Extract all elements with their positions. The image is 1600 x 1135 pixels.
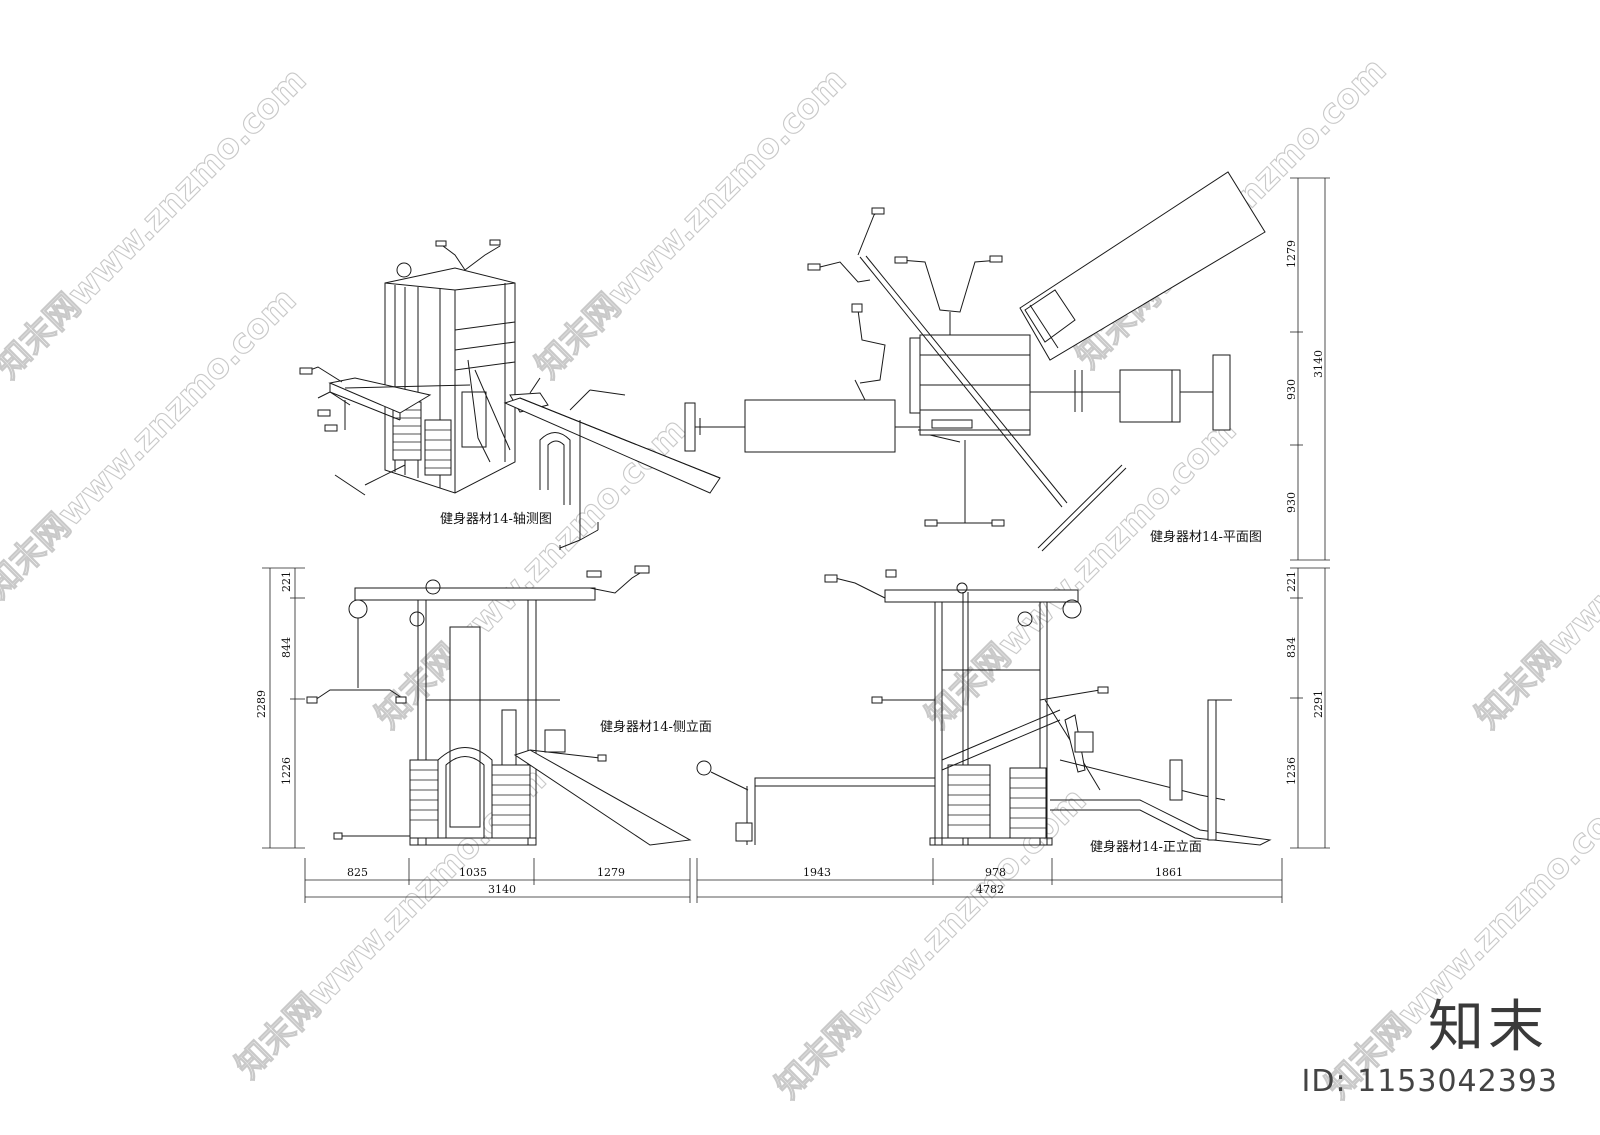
weight-plates-front-2	[1010, 777, 1046, 829]
dim-side-3: 1226	[280, 757, 293, 785]
dim-front-2: 834	[1285, 637, 1298, 658]
dim-plan-2: 930	[1285, 379, 1298, 400]
watermark-6: 知末网www.znzmo.com	[918, 410, 1244, 736]
dim-front-bottom-3: 1861	[1155, 866, 1183, 879]
dim-side-bottom-1: 825	[347, 866, 368, 879]
dim-front-1: 221	[1285, 571, 1298, 592]
dim-front-bottom-total: 4782	[976, 883, 1004, 896]
dim-side-bottom-total: 3140	[488, 883, 516, 896]
axonometric-title: 健身器材14-轴测图	[440, 511, 552, 527]
weight-plates-axo	[393, 409, 451, 469]
side-title: 健身器材14-侧立面	[600, 719, 712, 735]
dim-side-bottom-2: 1035	[459, 866, 487, 879]
dim-front-bottom-1: 1943	[803, 866, 831, 879]
dimension-lines: 1279 930 930 3140 221 844 1226 2289 221 …	[255, 177, 1330, 903]
brand-logo: 知末	[1428, 995, 1548, 1060]
weight-plates-side	[410, 769, 438, 821]
axonometric-view: 健身器材14-轴测图	[299, 239, 721, 550]
dim-side-2: 844	[280, 637, 293, 658]
side-elevation: 健身器材14-侧立面	[306, 565, 712, 846]
dim-side-total: 2289	[255, 690, 268, 718]
watermark-3: 知末网www.znzmo.com	[528, 60, 854, 386]
dim-plan-3: 930	[1285, 492, 1298, 513]
dim-plan-1: 1279	[1285, 240, 1298, 268]
weight-plates-front	[948, 774, 990, 826]
drawing-id: ID: 1153042393	[1301, 1064, 1558, 1099]
dim-front-bottom-2: 978	[985, 866, 1006, 879]
watermark-10: 知末网www.znzmo.com	[1468, 410, 1600, 736]
dim-front-3: 1236	[1285, 757, 1298, 785]
dim-side-1: 221	[280, 571, 293, 592]
plan-view: 健身器材14-平面图	[684, 171, 1266, 552]
dim-plan-total: 3140	[1312, 350, 1325, 378]
watermark-layer: 知末网www.znzmo.com 知末网www.znzmo.com 知末网www…	[0, 50, 1600, 1107]
plan-title: 健身器材14-平面图	[1150, 529, 1262, 545]
front-title: 健身器材14-正立面	[1090, 839, 1202, 855]
dim-side-bottom-3: 1279	[597, 866, 625, 879]
front-elevation: 健身器材14-正立面	[696, 569, 1272, 855]
weight-plates-side-2	[492, 774, 530, 826]
dim-front-total: 2291	[1312, 690, 1325, 718]
